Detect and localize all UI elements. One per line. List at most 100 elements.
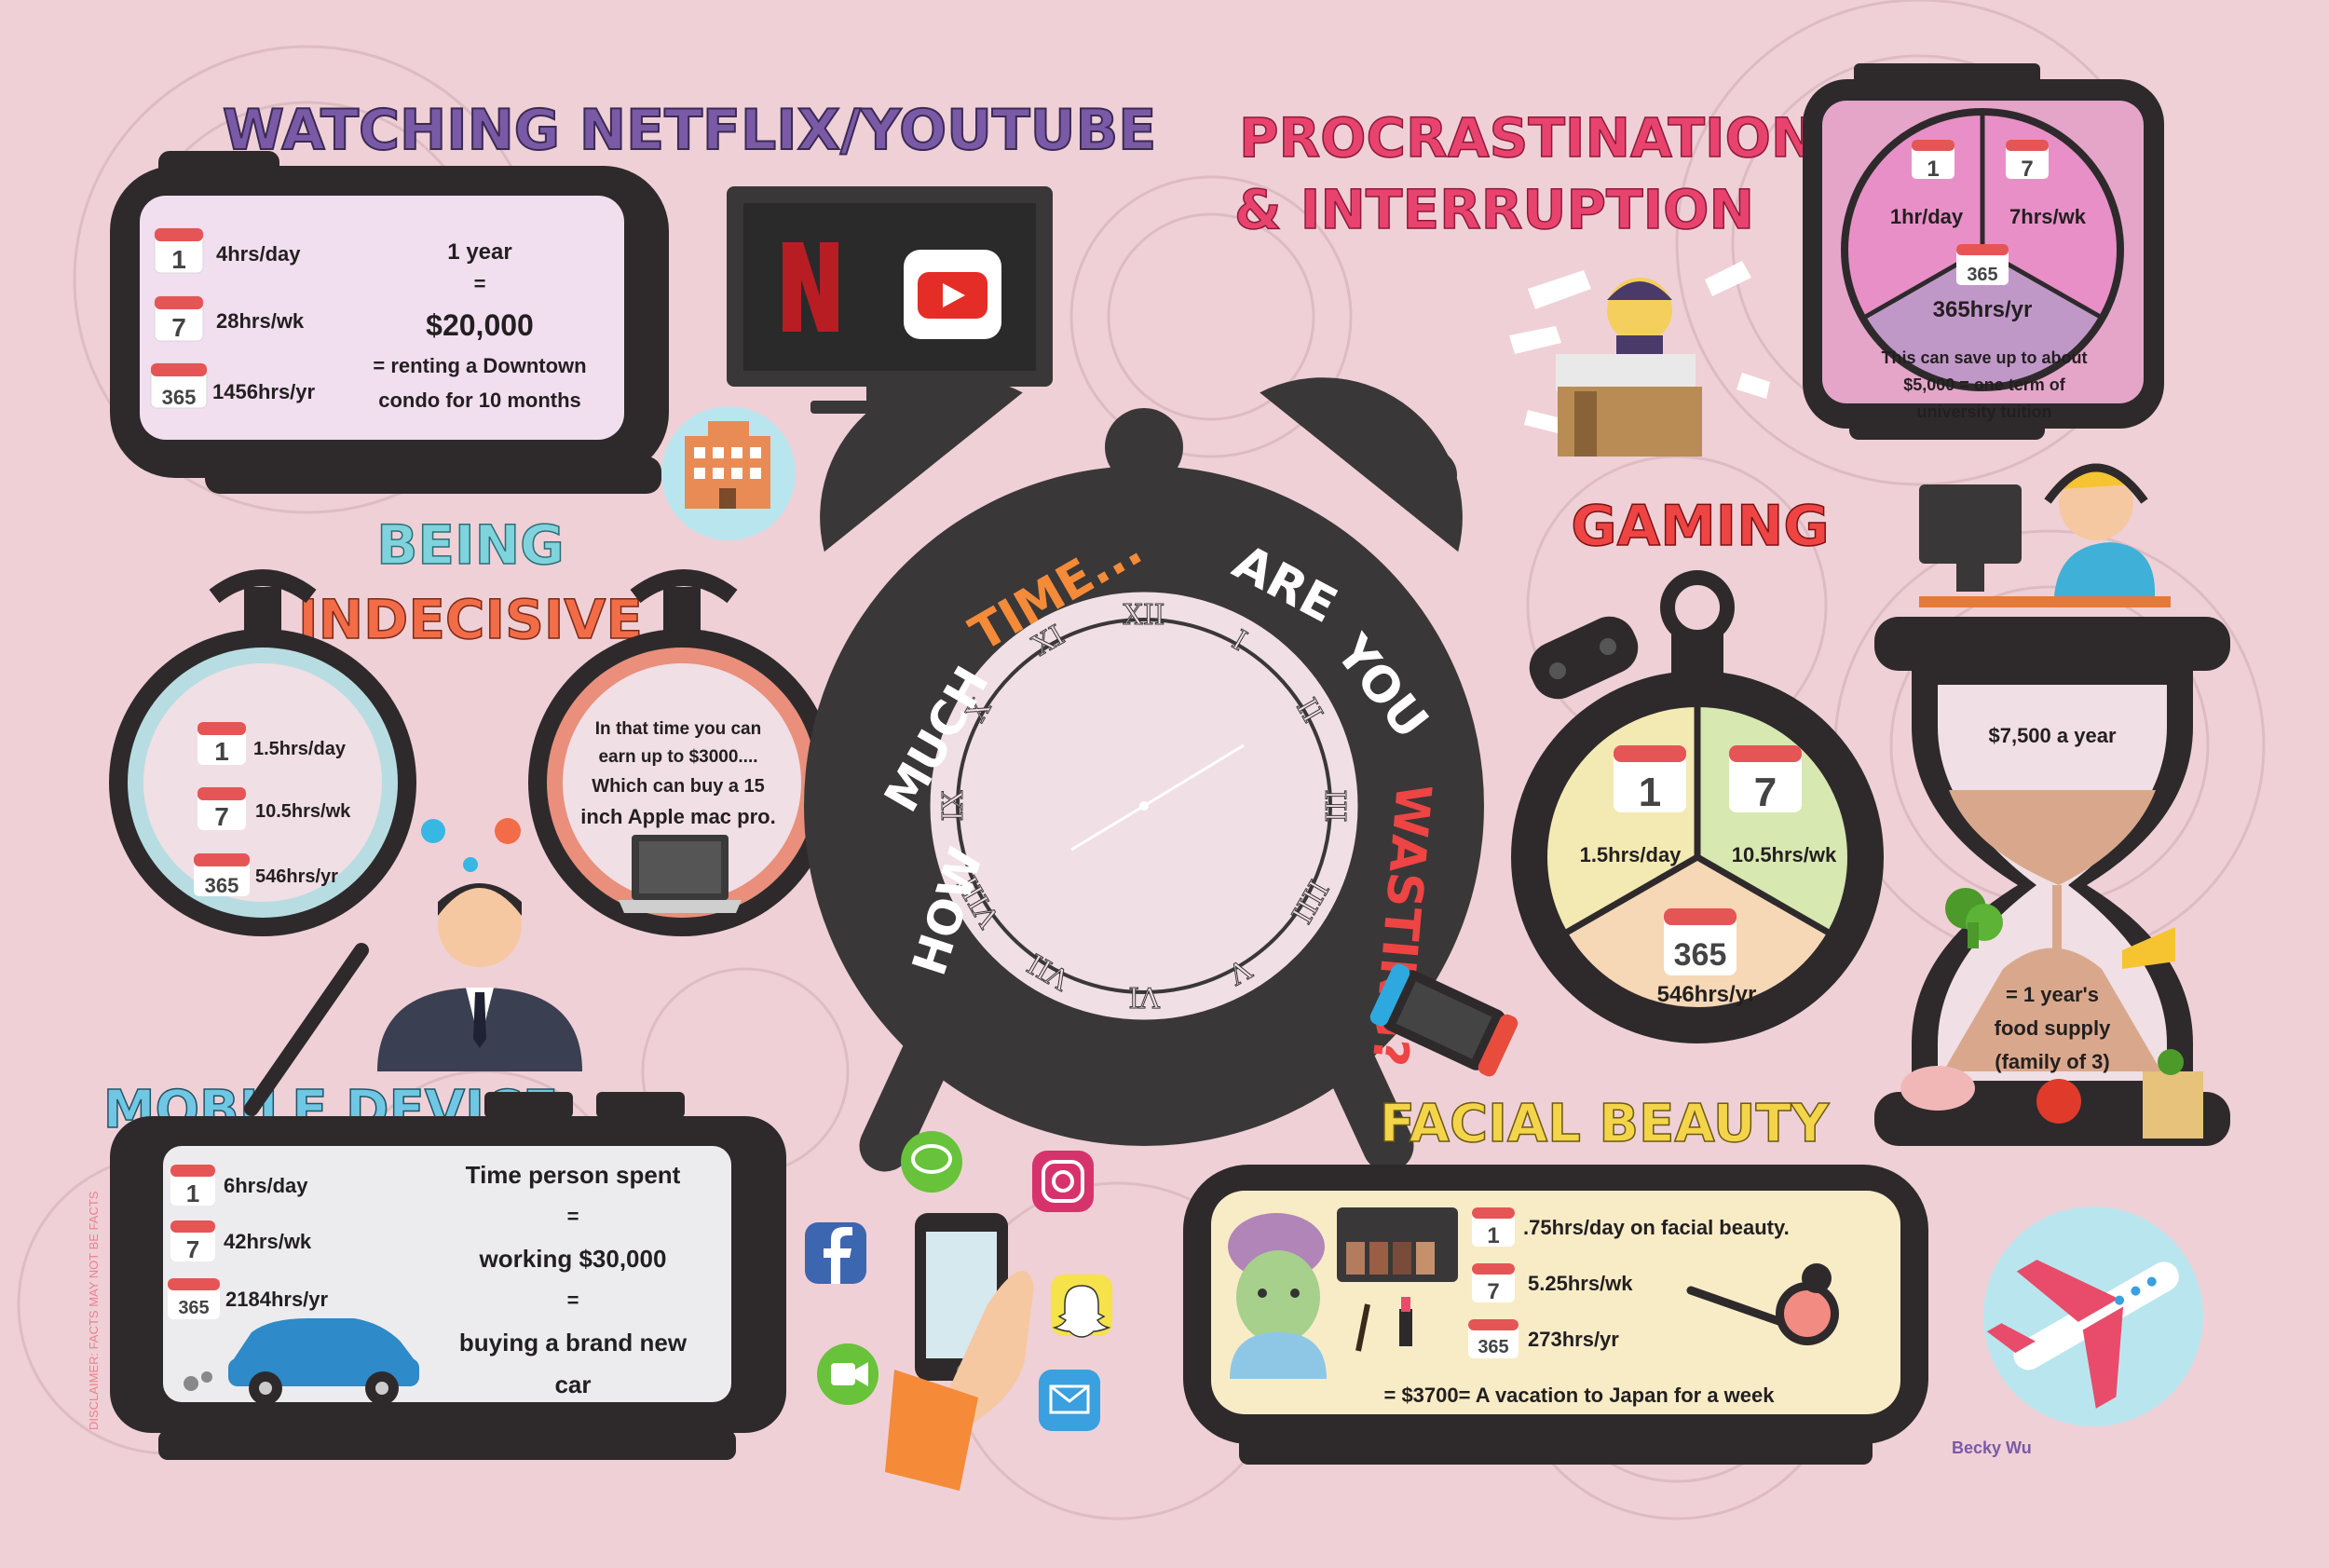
mobile-day: 6hrs/day (224, 1174, 308, 1197)
netflix-logo (783, 242, 838, 332)
facetime-icon (817, 1343, 878, 1405)
calendar-day-icon: 1 (197, 722, 246, 766)
procrastination-title-1: PROCRASTINATION (1239, 106, 1816, 170)
calendar-week-icon: 7 (1729, 745, 1802, 815)
tv-icon (727, 186, 1053, 414)
mobile-cost-3: working $30,000 (479, 1245, 667, 1273)
disclaimer-label: DISCLAIMER: FACTS MAY NOT BE FACTS (87, 1191, 101, 1430)
calendar-week-icon: 7 (154, 295, 204, 342)
calendar-day-icon: 1 (1472, 1207, 1515, 1248)
indecisive-stats: 1 1.5hrs/day 7 10.5hrs/wk 365 546hrs/yr (194, 722, 351, 897)
mobile-cost-5: buying a brand new (459, 1329, 688, 1357)
stopwatch-right (528, 569, 836, 936)
svg-text:7: 7 (186, 1235, 199, 1263)
gaming-title: GAMING (1571, 494, 1829, 559)
svg-text:7: 7 (1754, 770, 1777, 815)
indecisive-note-2: earn up to $3000.... (598, 747, 757, 767)
svg-text:7: 7 (171, 313, 186, 342)
mail-icon (1039, 1370, 1100, 1431)
indecisive-note-1: In that time you can (595, 719, 761, 739)
calendar-year-icon: 365 (1956, 244, 2009, 285)
svg-text:365: 365 (162, 386, 197, 409)
indecisive-title-1: BEING (376, 513, 565, 577)
calendar-day-icon: 1 (170, 1165, 215, 1207)
credit-label: Becky Wu (1952, 1438, 2032, 1457)
gaming-cost-top: $7,500 a year (1988, 724, 2116, 747)
food-icons (1900, 888, 2203, 1139)
beauty-day: .75hrs/day on facial beauty. (1523, 1216, 1790, 1239)
gaming-year: 546hrs/yr (1657, 982, 1757, 1007)
procrastination-device: 1 7 365 1hr/day 7hrs/wk 365hrs/yr This c… (1803, 63, 2164, 440)
beauty-year: 273hrs/yr (1528, 1328, 1619, 1351)
gaming-day: 1.5hrs/day (1580, 843, 1682, 866)
netflix-stats: 1 4hrs/day 7 28hrs/wk 365 1456hrs/yr 1 y… (150, 227, 587, 412)
instagram-icon (1032, 1151, 1094, 1212)
netflix-week: 28hrs/wk (216, 309, 305, 333)
indecisive-year: 546hrs/yr (255, 866, 338, 887)
procrastination-note-3: university tuition (1916, 402, 2051, 421)
beauty-title: FACIAL BEAUTY (1380, 1094, 1831, 1154)
gaming-stats: 1 7 365 1.5hrs/day 10.5hrs/wk 546hrs/yr (1580, 745, 1837, 1007)
calendar-week-icon: 7 (2006, 140, 2049, 182)
svg-text:365: 365 (1478, 1337, 1508, 1357)
svg-text:7: 7 (214, 802, 229, 831)
procrastination-title-2: & INTERRUPTION (1234, 178, 1754, 241)
svg-text:365: 365 (1674, 937, 1727, 973)
youtube-logo (904, 250, 1001, 339)
clock-numeral: IX (937, 790, 970, 822)
clock-numeral: III (1318, 789, 1351, 823)
svg-text:7: 7 (1487, 1279, 1499, 1304)
face-mask-woman-illustration (1228, 1213, 1327, 1379)
calendar-year-icon: 365 (1468, 1319, 1519, 1358)
mobile-cost-6: car (554, 1370, 591, 1398)
netflix-cost-4: = renting a Downtown (373, 354, 586, 377)
calendar-year-icon: 365 (1664, 908, 1737, 975)
indecisive-note-4: inch Apple mac pro. (580, 805, 775, 828)
stressed-worker-illustration (1509, 261, 1770, 457)
makeup-palette-icon (1337, 1207, 1458, 1352)
svg-text:365: 365 (178, 1298, 209, 1318)
mobile-cost-4: = (567, 1288, 579, 1312)
mobile-stats: 1 6hrs/day 7 42hrs/wk 365 2184hrs/yr Tim… (168, 1161, 688, 1398)
gaming-cost-2: food supply (1995, 1016, 2111, 1040)
calendar-week-icon: 7 (170, 1220, 215, 1263)
switch-console-icon (1369, 963, 1519, 1077)
svg-text:1: 1 (214, 737, 229, 766)
airplane-icon (1983, 1207, 2203, 1426)
clock-hands (1070, 743, 1245, 852)
calendar-week-icon: 7 (1472, 1263, 1515, 1304)
calendar-day-icon: 1 (154, 227, 204, 274)
thinking-person-illustration (377, 818, 582, 1071)
procrastination-week: 7hrs/wk (2009, 205, 2087, 228)
clock-numeral: XII (1123, 599, 1164, 632)
svg-text:365: 365 (205, 874, 239, 897)
svg-text:1: 1 (1639, 770, 1661, 815)
procrastination-day: 1hr/day (1890, 205, 1964, 228)
snapchat-icon (1051, 1275, 1112, 1338)
gaming-week: 10.5hrs/wk (1732, 843, 1837, 866)
clock-numeral: VI (1128, 980, 1161, 1013)
indecisive-note-3: Which can buy a 15 (592, 776, 765, 797)
car-icon (184, 1318, 419, 1405)
svg-text:1: 1 (171, 245, 186, 274)
mobile-week: 42hrs/wk (224, 1230, 312, 1253)
facebook-icon (805, 1222, 866, 1284)
game-controller-icon (1529, 616, 1639, 700)
procrastination-note-2: $5,000 = one term of (1903, 375, 2066, 394)
smartphone-hand-illustration (885, 1213, 1034, 1491)
netflix-cost-3: $20,000 (426, 308, 534, 342)
gaming-cost-3: (family of 3) (1995, 1050, 2109, 1073)
mobile-cost-1: Time person spent (466, 1161, 681, 1189)
netflix-cost-1: 1 year (447, 239, 511, 265)
calendar-day-icon: 1 (1912, 140, 1954, 182)
laptop-icon (619, 835, 742, 913)
netflix-device (110, 151, 669, 494)
netflix-cost-2: = (474, 272, 486, 295)
calendar-year-icon: 365 (168, 1278, 220, 1319)
netflix-cost-5: condo for 10 months (378, 389, 581, 412)
svg-text:1: 1 (1927, 157, 1939, 182)
message-icon (901, 1131, 962, 1193)
hourglass (1874, 617, 2230, 1146)
indecisive-day: 1.5hrs/day (253, 739, 347, 759)
